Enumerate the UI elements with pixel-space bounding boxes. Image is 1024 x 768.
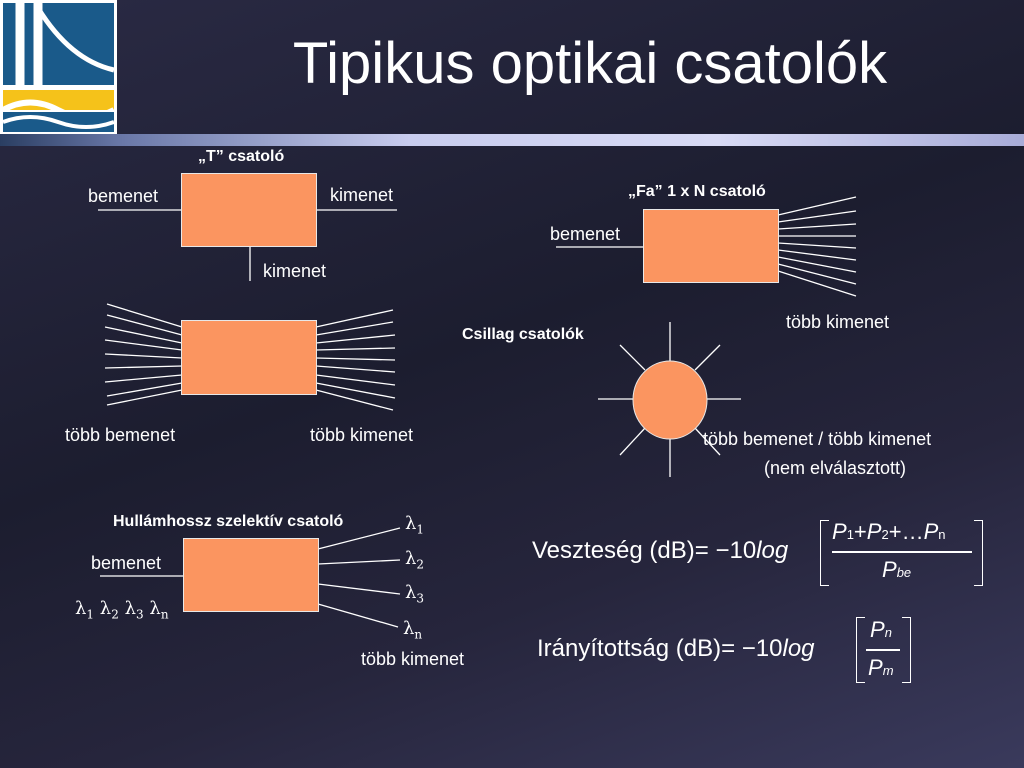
loss-formula-unit: (dB)	[649, 537, 695, 564]
tree-outputs-label: több kimenet	[786, 312, 890, 332]
title-divider	[0, 134, 1024, 146]
wdm-input-lambdas: λ1 λ2 λ3 λn	[75, 598, 169, 622]
multi-inputs-label: több bemenet	[65, 425, 176, 445]
bridge-logo-icon	[0, 0, 117, 134]
loss-fraction-line	[832, 551, 972, 553]
t-output-label: kimenet	[330, 185, 394, 205]
wdm-outputs-label: több kimenet	[361, 649, 465, 669]
tree-coupler-box	[643, 209, 779, 283]
t-input-label: bemenet	[88, 186, 159, 206]
t-coupler-title: „T” csatoló	[198, 148, 285, 165]
star-caption-line1: több bemenet / több kimenet	[703, 429, 932, 449]
dir-denominator: Pm	[868, 655, 894, 680]
dir-right-bracket	[902, 617, 911, 683]
loss-formula-lhs: Veszteség	[532, 537, 643, 564]
loss-right-bracket	[974, 520, 983, 586]
wdm-input-label: bemenet	[91, 553, 162, 573]
loss-denominator: Pbe	[882, 557, 912, 582]
page-title: Tipikus optikai csatolók	[292, 31, 888, 96]
wdm-coupler-title: Hullámhossz szelektív csatoló	[113, 513, 344, 530]
loss-numerator: P1+P2+…Pn	[832, 519, 946, 544]
dir-fraction-line	[866, 649, 900, 651]
star-coupler-title: Csillag csatolók	[462, 326, 584, 343]
dir-formula-eq: = −10	[721, 635, 783, 662]
wdm-output-lines	[317, 527, 401, 628]
star-coupler-ellipse	[632, 360, 708, 440]
star-lines	[598, 322, 741, 477]
wdm-coupler-box	[183, 538, 319, 612]
multi-input-lines	[104, 303, 183, 406]
multi-outputs-label: több kimenet	[310, 425, 414, 445]
t-bottom-output-label: kimenet	[263, 261, 327, 281]
dir-formula-unit: (dB)	[675, 635, 722, 662]
wdm-out-lambda-3: λ3	[405, 582, 425, 606]
loss-left-bracket	[820, 520, 829, 586]
dir-numerator: Pn	[870, 617, 892, 642]
dir-formula-log: log	[782, 635, 815, 662]
multi-output-lines	[315, 309, 396, 411]
dir-formula-lhs: Irányítottság	[537, 635, 670, 662]
loss-formula-eq: = −10	[694, 537, 757, 564]
wdm-out-lambda-1: λ1	[405, 513, 425, 537]
wdm-out-lambda-n: λn	[403, 618, 423, 642]
tree-output-lines	[777, 196, 857, 297]
multi-coupler-box	[181, 320, 317, 395]
star-caption-line2: (nem elválasztott)	[764, 458, 907, 478]
tree-coupler-title: „Fa” 1 x N csatoló	[628, 183, 766, 200]
t-coupler-box	[181, 173, 317, 247]
wdm-out-lambda-2: λ2	[405, 548, 425, 572]
loss-formula-log: log	[756, 537, 789, 564]
tree-input-label: bemenet	[550, 224, 621, 244]
dir-left-bracket	[856, 617, 865, 683]
